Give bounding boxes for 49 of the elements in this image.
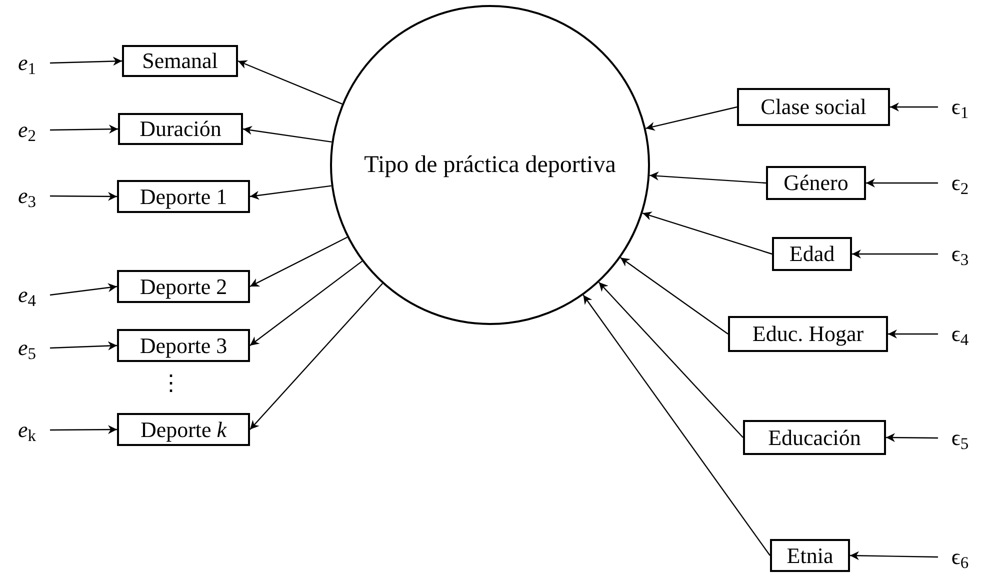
error-term: ϵ$_{6}$ [944, 543, 976, 571]
variable-box: Clase social [737, 88, 890, 126]
arrow [242, 126, 332, 143]
arrow [50, 425, 117, 434]
arrow [646, 106, 738, 131]
error-term: ϵ$_{5}$ [944, 424, 976, 452]
error-term: ϵ$_{2}$ [944, 169, 976, 197]
arrow [50, 283, 118, 296]
error-term: e$_{3}$ [10, 182, 44, 210]
variable-box: Educación [743, 420, 886, 455]
variable-box: Edad [772, 237, 852, 271]
error-term: e$_{4}$ [10, 281, 44, 309]
arrow [650, 172, 766, 184]
arrow [50, 124, 118, 134]
variable-box: Deporte k [117, 413, 250, 446]
arrow [890, 102, 938, 112]
variable-box: Semanal [122, 45, 238, 77]
error-term: e$_{2}$ [10, 116, 44, 144]
arrow [250, 260, 362, 346]
arrow [888, 330, 938, 338]
arrow [250, 236, 348, 288]
error-term: e$_{5}$ [10, 334, 44, 362]
arrow [642, 212, 772, 255]
error-term: e$_{1}$ [10, 49, 44, 77]
arrow [582, 294, 770, 556]
arrow [850, 551, 938, 560]
ellipsis-label: ⋮ [160, 372, 182, 394]
arrow [886, 433, 938, 442]
arrow [50, 341, 118, 350]
error-term: e$_{k}$ [10, 416, 44, 444]
arrow [250, 283, 383, 430]
arrow [620, 257, 728, 334]
arrow [866, 178, 938, 188]
variable-box: Educ. Hogar [728, 316, 888, 352]
variable-box: Etnia [770, 539, 850, 572]
arrow [50, 192, 117, 201]
variable-box: Deporte 2 [117, 270, 250, 303]
variable-box: Duración [118, 113, 243, 145]
arrow [250, 185, 332, 200]
arrow [238, 60, 342, 105]
arrow [598, 282, 744, 438]
variable-box: Deporte 3 [117, 329, 250, 362]
error-term: ϵ$_{4}$ [944, 320, 976, 348]
variable-box: Género [766, 166, 866, 200]
error-term: ϵ$_{3}$ [944, 240, 976, 268]
error-term: ϵ$_{1}$ [944, 93, 976, 121]
arrow [50, 56, 122, 66]
variable-box: Deporte 1 [117, 180, 250, 213]
arrow [852, 250, 938, 258]
